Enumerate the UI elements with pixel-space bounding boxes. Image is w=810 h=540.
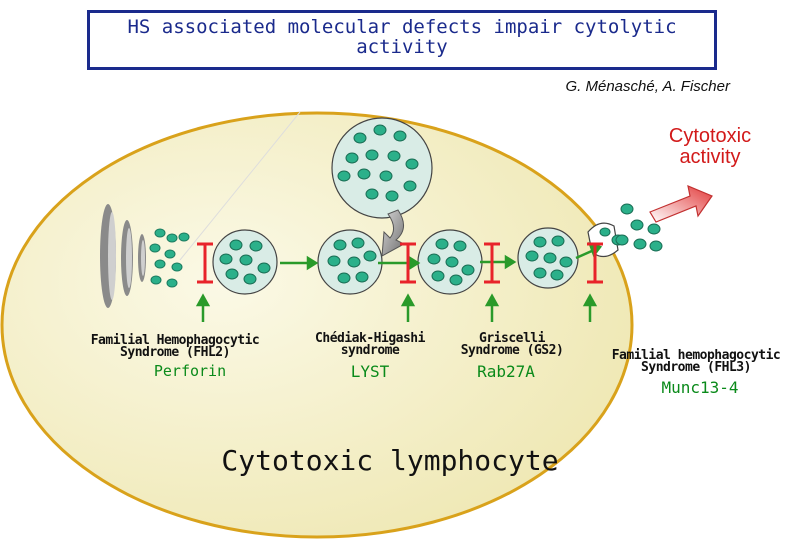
defect-fhl3-line-1: Familial hemophagocytic — [611, 348, 781, 363]
title-box: HS associated molecular defects impair c… — [87, 10, 717, 70]
cell-membrane — [0, 111, 634, 539]
gene-lyst: LYST — [350, 362, 390, 381]
defect-fhl2-line-1: Familial Hemophagocytic — [90, 333, 260, 348]
block-markers — [197, 242, 603, 284]
cell-label: Cytotoxic lymphocyte — [221, 444, 559, 477]
defect-label-fhl2: Familial Hemophagocytic Syndrome (FHL2) — [60, 333, 290, 360]
merge-arrow-icon — [381, 209, 406, 257]
defect-label-griscelli: Griscelli Syndrome (GS2) — [432, 331, 592, 358]
cytotoxic-activity-label: Cytotoxic activity — [630, 126, 790, 168]
defect-fhl2-line-2: Syndrome (FHL2) — [120, 345, 230, 360]
defect-griscelli-line-1: Griscelli — [479, 331, 545, 346]
defect-chediak-line-2: syndrome — [340, 343, 400, 358]
defect-chediak-line-1: Chédiak-Higashi — [315, 331, 425, 346]
large-vesicle — [331, 117, 433, 219]
vesicle-2 — [317, 229, 383, 295]
defect-fhl3-line-2: Syndrome (FHL3) — [641, 360, 751, 375]
defect-label-fhl3: Familial hemophagocytic Syndrome (FHL3) — [588, 348, 804, 375]
cytotoxic-arrow-icon — [649, 185, 713, 223]
cytotoxic-activity-line-1: Cytotoxic — [668, 125, 752, 147]
gene-munc13-4: Munc13-4 — [661, 378, 739, 397]
title-line-1: HS associated molecular defects impair c… — [127, 16, 677, 38]
golgi-icon — [100, 204, 146, 308]
authors: G. Ménasché, A. Fischer — [565, 78, 730, 95]
label-arrows — [195, 293, 598, 322]
gene-rab27a: Rab27A — [477, 362, 535, 381]
released-granules — [615, 203, 663, 252]
cytotoxic-activity-line-2: activity — [679, 146, 741, 168]
vesicle-1 — [212, 229, 278, 295]
granule-cluster — [149, 228, 190, 288]
gene-perforin: Perforin — [153, 362, 227, 380]
defect-griscelli-line-2: Syndrome (GS2) — [460, 343, 564, 358]
vesicle-3 — [417, 229, 483, 295]
vesicle-4 — [517, 227, 579, 289]
title-line-2: activity — [356, 36, 448, 58]
cell-edge-line — [179, 111, 301, 261]
defect-label-chediak: Chédiak-Higashi syndrome — [290, 331, 450, 358]
